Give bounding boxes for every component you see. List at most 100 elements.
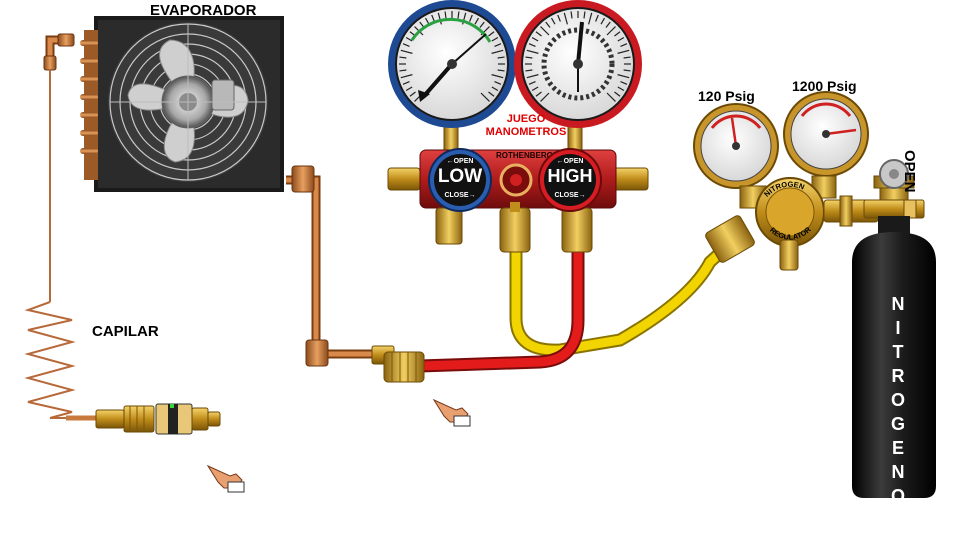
regulator-gauge-120 — [693, 103, 779, 189]
red-hose — [419, 248, 585, 373]
high-valve-knob[interactable] — [538, 148, 602, 212]
high-close-label: CLOSE→ — [554, 192, 586, 199]
gauge-tick — [479, 21, 485, 28]
high-open-label: ←OPEN — [556, 158, 584, 165]
gauge-tick — [525, 69, 533, 72]
arrow-right-icon: → — [468, 192, 476, 199]
psig-1200-label: 1200 Psig — [792, 78, 857, 94]
arrow-right-icon: → — [578, 192, 586, 199]
gauge-tick — [623, 69, 631, 72]
gauge-tick — [497, 56, 505, 59]
open-label: OPEN — [901, 150, 918, 193]
gauge-tick — [402, 81, 410, 85]
gauge-tick — [540, 26, 550, 36]
gauge-tick — [444, 11, 447, 19]
cylinder-letter: O — [890, 390, 905, 410]
gauge-tick — [614, 91, 621, 97]
gauge-tick — [402, 43, 410, 47]
gauge-tick — [605, 21, 611, 28]
coil-fins — [80, 30, 98, 180]
low-valve-label: LOW — [437, 166, 483, 187]
gauge-tick — [491, 74, 504, 79]
gauge-tick — [526, 49, 539, 54]
capillary-fitting — [95, 403, 221, 435]
gauge-tick — [617, 49, 630, 54]
gauge-tick — [606, 92, 616, 102]
gauge-tick — [457, 11, 460, 19]
gauge-tick — [550, 17, 556, 25]
cylinder-letter: R — [891, 366, 905, 386]
gauge-tick — [497, 69, 505, 72]
gauge-tick — [488, 31, 495, 37]
low-pressure-gauge — [388, 0, 516, 128]
gauge-tick — [437, 12, 442, 25]
gauge-tick — [469, 14, 473, 22]
gauge-tick — [494, 43, 502, 47]
arrow-left-icon: ← — [446, 158, 454, 165]
gauge-tick — [617, 74, 630, 79]
gauge-tick — [606, 26, 616, 36]
gauge-tick — [526, 74, 539, 79]
gauge-tick — [405, 36, 413, 42]
nitrogen-regulator: NITROGEN REGULATOR — [693, 91, 879, 271]
low-gauge-needle — [422, 62, 454, 98]
gauge-tick — [588, 12, 593, 25]
low-close-label: CLOSE→ — [444, 192, 476, 199]
gauge-tick — [600, 17, 606, 25]
gauge-tick — [583, 11, 586, 19]
gauge-tick — [491, 49, 504, 54]
gauge-tick — [595, 14, 599, 22]
gauge-tick — [491, 86, 499, 92]
manifold-brand: ROTHENBERGER — [496, 151, 564, 160]
gauge-tick — [399, 56, 407, 59]
cylinder-letter: T — [892, 342, 904, 362]
gauge-tick — [405, 86, 413, 92]
cylinder-letter: N — [891, 462, 905, 482]
gauge-tick — [570, 11, 573, 19]
gauge-tick — [399, 69, 407, 72]
evaporator-label: EVAPORADOR — [150, 2, 257, 19]
low-open-label: ←OPEN — [446, 158, 474, 165]
gauge-set-label-line1: JUEGO — [506, 113, 546, 125]
gauge-tick — [623, 56, 631, 59]
evaporator — [80, 16, 284, 192]
gauge-tick — [563, 12, 568, 25]
cylinder-letter: N — [891, 294, 905, 314]
gauge-tick — [528, 81, 536, 85]
regulator-gauge-1200 — [783, 91, 869, 177]
gauge-tick — [525, 56, 533, 59]
low-valve-knob[interactable] — [428, 148, 492, 212]
gauge-tick — [494, 81, 502, 85]
gauge-tick — [614, 31, 621, 37]
gauge-tick — [531, 86, 539, 92]
copper-tubing — [24, 33, 372, 421]
capillary-coil — [24, 301, 76, 419]
gauge-tick — [488, 91, 495, 97]
gauge-tick — [400, 74, 413, 79]
gauge-tick — [617, 36, 625, 42]
gauge-tick — [535, 31, 542, 37]
gauge-tick — [620, 43, 628, 47]
high-gauge-needle — [576, 21, 584, 65]
gauge-set-label: JUEGO MANOMETROS — [480, 113, 572, 139]
gauge-tick — [491, 36, 499, 42]
gauge-tick — [409, 91, 416, 97]
gauge-tick — [480, 92, 490, 102]
gauge-tick — [400, 49, 413, 54]
arrow-left-icon: ← — [556, 158, 564, 165]
cylinder-valve-handwheel[interactable] — [879, 159, 909, 189]
pointing-hand-icon — [432, 398, 471, 427]
gauge-tick — [424, 17, 430, 25]
gauge-tick — [474, 17, 480, 25]
high-pressure-gauge — [514, 0, 642, 128]
gauge-tick — [528, 43, 536, 47]
gauge-tick — [431, 14, 435, 22]
cylinder-letter: O — [890, 486, 905, 506]
gauge-set-label-line2: MANOMETROS — [485, 126, 567, 138]
gauge-tick — [617, 86, 625, 92]
high-valve-label: HIGH — [547, 166, 593, 186]
pointing-hand-icon — [206, 464, 245, 493]
nitrogen-cylinder — [852, 159, 936, 498]
cylinder-letter: G — [890, 414, 905, 434]
